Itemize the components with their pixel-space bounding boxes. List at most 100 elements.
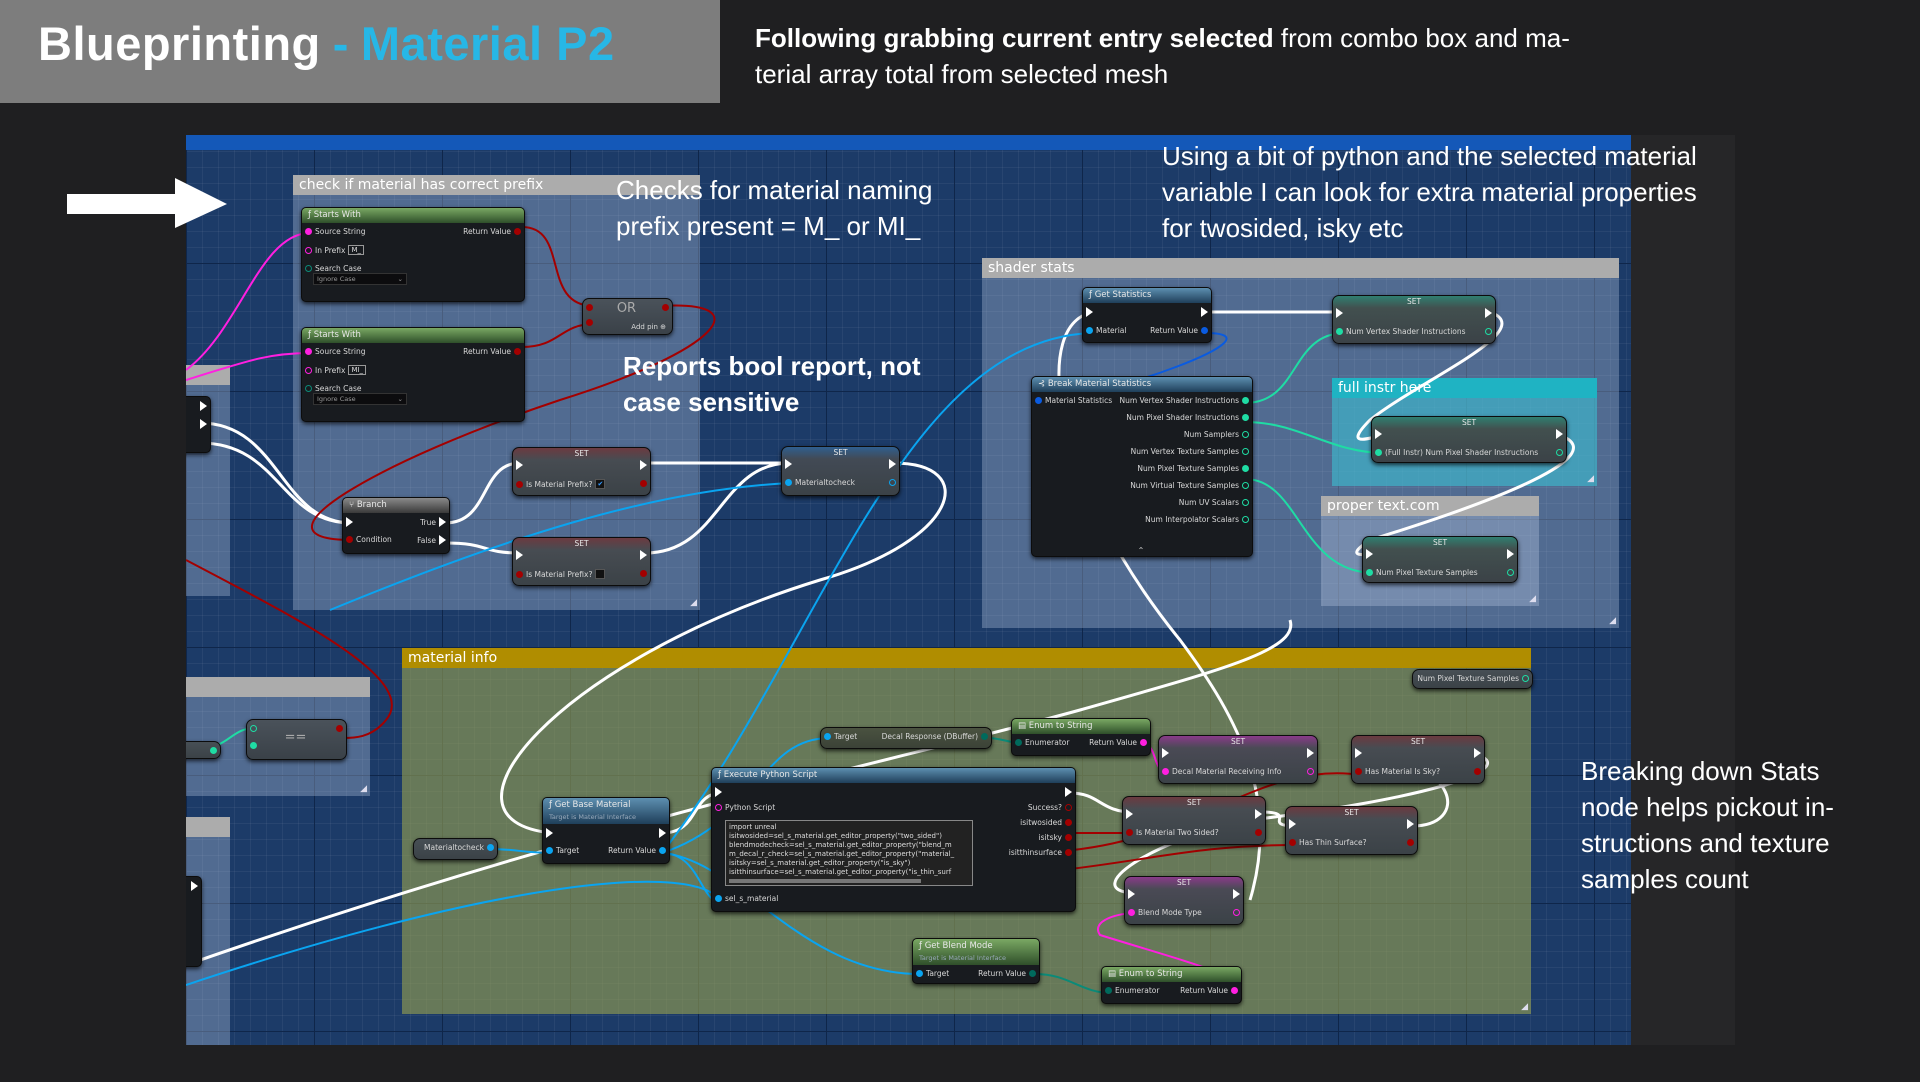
int-pin-icon[interactable] [1336, 328, 1343, 335]
node-header[interactable]: ⊰ Break Material Statistics [1032, 377, 1252, 392]
exec-pin-icon[interactable] [1407, 819, 1414, 829]
string-pin-icon[interactable] [1233, 909, 1240, 916]
bool-pin-icon[interactable] [1255, 829, 1262, 836]
exec-pin-icon[interactable] [1233, 889, 1240, 899]
node-header[interactable]: SET [513, 448, 650, 459]
bool-pin-icon[interactable] [1065, 834, 1072, 841]
object-pin-icon[interactable] [824, 733, 831, 740]
node-header[interactable]: SET [1125, 877, 1243, 888]
bool-pin-icon[interactable] [640, 480, 647, 487]
struct-pin-icon[interactable] [1201, 327, 1208, 334]
exec-pin-icon[interactable] [1307, 748, 1314, 758]
string-pin-icon[interactable] [305, 348, 312, 355]
exec-pin-icon[interactable] [516, 460, 523, 470]
node-equal[interactable]: == [246, 719, 347, 760]
bool-pin-icon[interactable] [586, 319, 593, 326]
exec-pin-icon[interactable] [1255, 809, 1262, 819]
string-pin-icon[interactable] [305, 228, 312, 235]
resize-handle-icon[interactable]: ◢ [360, 783, 367, 793]
exec-pin-icon[interactable] [889, 459, 896, 469]
node-header[interactable]: SET [782, 447, 899, 458]
int-pin-icon[interactable] [1375, 449, 1382, 456]
bool-pin-icon[interactable] [346, 536, 353, 543]
exec-pin-icon[interactable] [1485, 308, 1492, 318]
exec-pin-icon[interactable] [516, 550, 523, 560]
bool-pin-icon[interactable] [1407, 839, 1414, 846]
exec-pin-icon[interactable] [1507, 549, 1514, 559]
int-pin-icon[interactable] [1242, 414, 1249, 421]
string-pin-icon[interactable] [1140, 739, 1147, 746]
resize-handle-icon[interactable]: ◢ [1609, 615, 1616, 625]
checkbox[interactable] [595, 569, 606, 579]
resize-handle-icon[interactable]: ◢ [1521, 1001, 1528, 1011]
int-pin-icon[interactable] [1522, 675, 1529, 682]
checkbox[interactable]: ✔ [595, 479, 606, 489]
resize-handle-icon[interactable]: ◢ [690, 597, 697, 607]
comment-title[interactable] [186, 817, 230, 837]
add-pin-button[interactable]: Add pin ⊕ [631, 323, 666, 331]
node-left-getter[interactable] [186, 741, 221, 759]
node-left-partial[interactable] [186, 396, 211, 453]
exec-pin-icon[interactable] [1201, 307, 1208, 317]
int-pin-icon[interactable] [1242, 516, 1249, 523]
node-header[interactable]: ⑂ Branch [343, 498, 449, 513]
exec-pin-icon[interactable] [640, 550, 647, 560]
node-header[interactable]: ▤ Enum to String [1012, 719, 1150, 734]
int-pin-icon[interactable] [250, 725, 257, 732]
node-header[interactable]: SET [513, 538, 650, 549]
int-pin-icon[interactable] [1242, 431, 1249, 438]
exec-pin-icon[interactable] [1336, 308, 1343, 318]
exec-pin-icon[interactable] [1375, 429, 1382, 439]
string-pin-icon[interactable] [715, 804, 722, 811]
enum-pin-icon[interactable] [1029, 970, 1036, 977]
exec-pin-icon[interactable] [1086, 307, 1093, 317]
node-header[interactable]: SET [1372, 417, 1566, 428]
object-pin-icon[interactable] [659, 847, 666, 854]
bool-pin-icon[interactable] [516, 480, 523, 488]
exec-pin-icon[interactable] [200, 401, 207, 411]
node-header[interactable]: SET [1286, 807, 1417, 818]
exec-pin-icon[interactable] [1065, 787, 1072, 797]
int-pin-icon[interactable] [250, 742, 257, 749]
enum-pin-icon[interactable] [305, 265, 312, 272]
string-pin-icon[interactable] [1128, 909, 1135, 916]
comment-title[interactable]: material info [402, 648, 1531, 668]
exec-pin-icon[interactable] [785, 459, 792, 469]
enum-pin-icon[interactable] [981, 733, 988, 740]
bool-pin-icon[interactable] [586, 304, 593, 311]
exec-pin-icon[interactable] [200, 419, 207, 429]
struct-pin-icon[interactable] [1035, 397, 1042, 404]
bool-pin-icon[interactable] [1355, 768, 1362, 775]
int-pin-icon[interactable] [1242, 499, 1249, 506]
int-pin-icon[interactable] [1242, 465, 1249, 472]
exec-pin-icon[interactable] [1355, 748, 1362, 758]
exec-pin-icon[interactable] [1556, 429, 1563, 439]
exec-pin-icon[interactable] [346, 517, 353, 527]
exec-pin-icon[interactable] [1128, 889, 1135, 899]
object-pin-icon[interactable] [546, 847, 553, 854]
bool-pin-icon[interactable] [516, 570, 523, 578]
exec-pin-icon[interactable] [1474, 748, 1481, 758]
search-case-dropdown[interactable]: Ignore Case⌄ [313, 393, 407, 405]
exec-pin-icon[interactable] [1366, 549, 1373, 559]
exec-pin-icon[interactable] [439, 517, 446, 527]
exec-pin-icon[interactable] [1162, 748, 1169, 758]
